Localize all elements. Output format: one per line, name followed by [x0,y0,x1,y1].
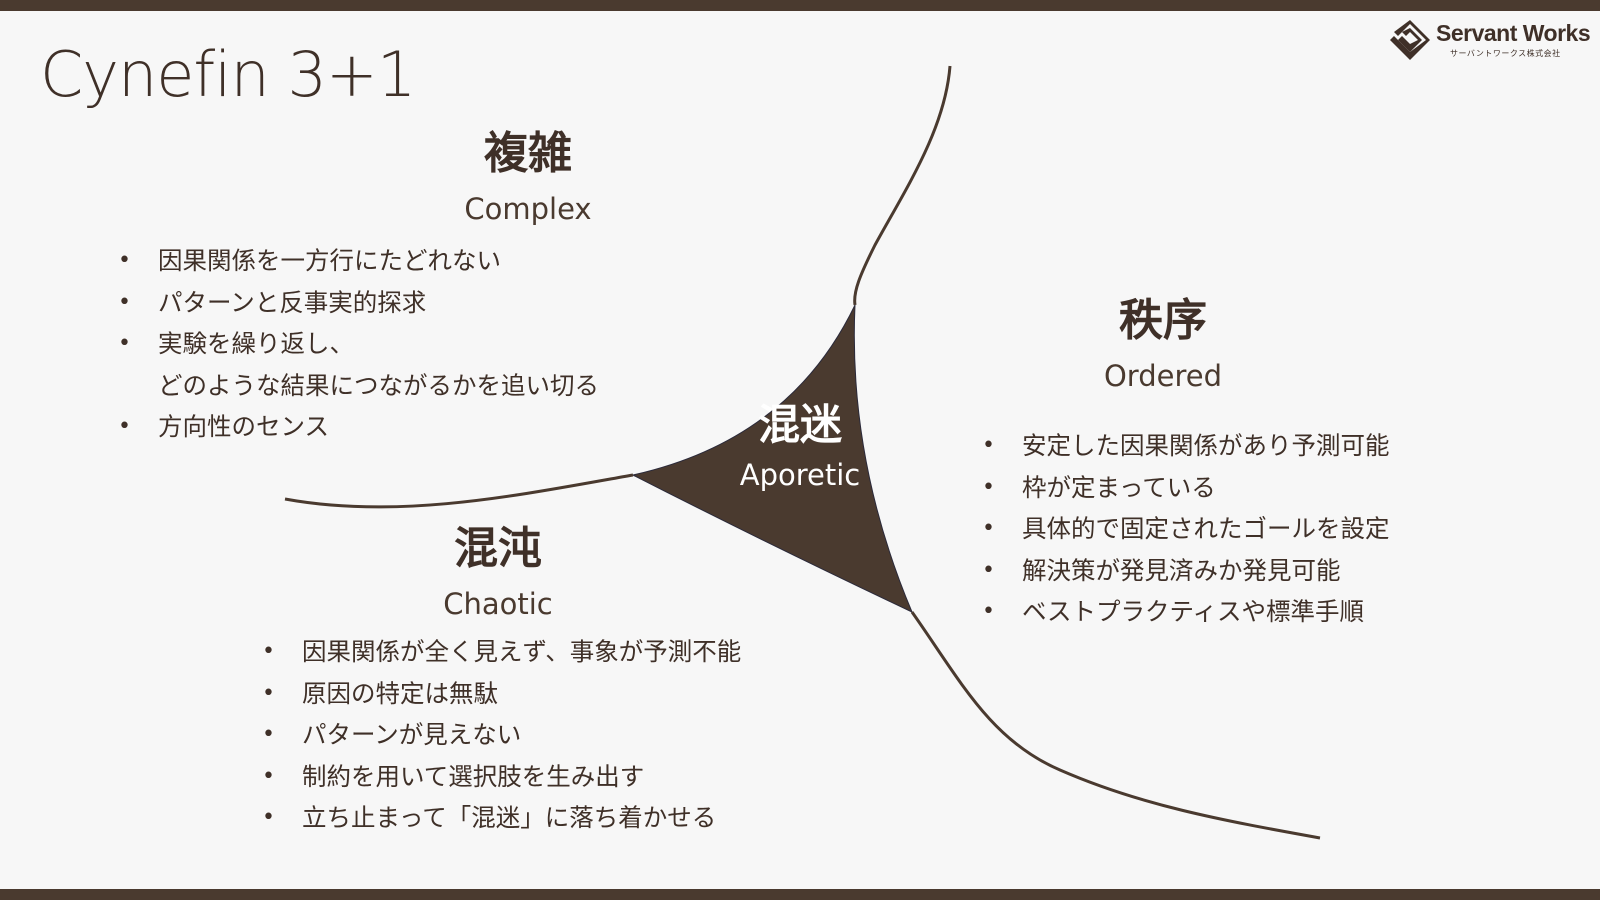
aporetic-domain-label: 混迷 Aporetic [700,400,900,493]
list-item: 実験を繰り返し、 [118,323,599,365]
aporetic-title-en: Aporetic [739,458,861,493]
complex-list: 因果関係を一方行にたどれない パターンと反事実的探求 実験を繰り返し、 どのよう… [118,240,599,448]
boundary-bottom-curve [910,611,1321,840]
list-item: パターンが見えない [262,714,741,756]
logo-name: Servant Works [1436,20,1591,46]
logo-subtitle: サーバントワークス株式会社 [1450,49,1561,58]
complex-domain-label: 複雑 Complex [398,128,658,227]
list-item: 因果関係を一方行にたどれない [118,240,599,282]
boundary-top-curve [853,65,952,306]
list-item: 安定した因果関係があり予測可能 [982,425,1390,467]
chaotic-title-en: Chaotic [443,587,553,622]
list-item-continuation: どのような結果につながるかを追い切る [158,370,599,400]
list-item: ベストプラクティスや標準手順 [982,591,1390,633]
list-item: 因果関係が全く見えず、事象が予測不能 [262,631,741,673]
ordered-list: 安定した因果関係があり予測可能 枠が定まっている 具体的で固定されたゴールを設定… [982,425,1390,633]
chaotic-domain-label: 混沌 Chaotic [368,523,628,622]
list-item: 枠が定まっている [982,467,1390,509]
complex-title-en: Complex [464,192,592,227]
slide-title: Cynefin 3+1 [40,38,416,111]
list-item: 原因の特定は無駄 [262,673,741,715]
ordered-title-en: Ordered [1103,359,1223,394]
list-item: 具体的で固定されたゴールを設定 [982,508,1390,550]
servant-works-logo: Servant Works サーバントワークス株式会社 [1388,18,1593,62]
list-item: パターンと反事実的探求 [118,282,599,324]
list-item: 立ち止まって「混迷」に落ち着かせる [262,797,741,839]
chaotic-list: 因果関係が全く見えず、事象が予測不能 原因の特定は無駄 パターンが見えない 制約… [262,631,741,839]
complex-title-jp: 複雑 [484,128,572,179]
logo-mark-icon [1390,20,1430,60]
list-item: 解決策が発見済みか発見可能 [982,550,1390,592]
list-item: 方向性のセンス [118,406,599,448]
boundary-left-curve [284,473,634,509]
aporetic-title-jp: 混迷 [757,400,842,449]
aporetic-region [631,304,913,614]
ordered-domain-label: 秩序 Ordered [1033,295,1293,394]
ordered-title-jp: 秩序 [1119,295,1207,346]
top-bar [0,0,1600,11]
chaotic-title-jp: 混沌 [454,523,542,574]
bottom-bar [0,889,1600,900]
list-item: 制約を用いて選択肢を生み出す [262,756,741,798]
